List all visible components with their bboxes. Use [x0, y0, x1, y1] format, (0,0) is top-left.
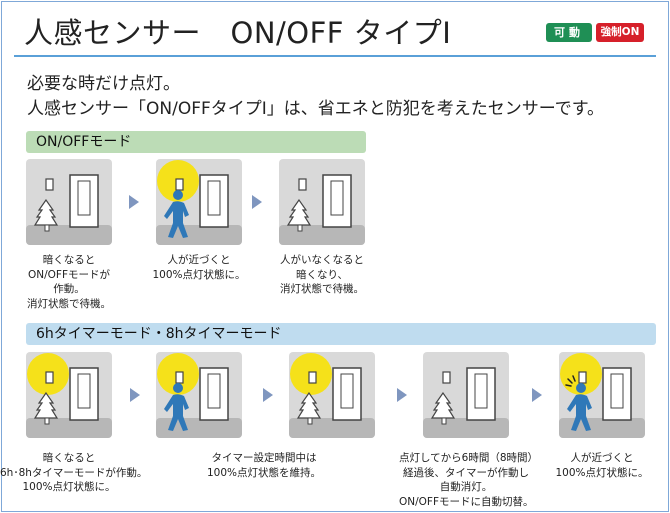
timer-scene-1: [26, 352, 112, 438]
arrow-right-icon: [397, 388, 407, 402]
timer-caption-4: 人が近づくと 100%点灯状態に。: [555, 452, 649, 479]
timer-caption-2: タイマー設定時間中は 100%点灯状態を維持。: [206, 452, 322, 479]
onoff-caption-3: 人がいなくなると 暗くなり、 消灯状態で待機。: [280, 254, 364, 295]
onoff-scene-1: [26, 159, 112, 245]
page-title: 人感センサー ON/OFF タイプⅠ: [24, 16, 452, 50]
timer-caption-3: 点灯してから6時間（8時間） 経過後、タイマーが作動し 自動消灯。 ON/OFF…: [399, 452, 539, 508]
timer-caption-1: 暗くなると 6h･8hタイマーモードが作動。 100%点灯状態に。: [0, 452, 148, 493]
onoff-mode-header: ON/OFFモード: [26, 131, 366, 153]
onoff-caption-1: 暗くなると ON/OFFモードが 作動。 消灯状態で待機。: [27, 254, 111, 310]
arrow-right-icon: [263, 388, 273, 402]
timer-scene-4: [423, 352, 509, 438]
onoff-scene-2: [156, 159, 242, 245]
timer-scene-3: [289, 352, 375, 438]
movable-badge: 可動: [546, 23, 592, 42]
forced-on-badge: 強制ON: [596, 23, 644, 42]
arrow-right-icon: [129, 195, 139, 209]
arrow-right-icon: [130, 388, 140, 402]
title-divider: [14, 55, 656, 57]
timer-mode-header: 6hタイマーモード・8hタイマーモード: [26, 323, 656, 345]
onoff-scene-3: [279, 159, 365, 245]
onoff-caption-2: 人が近づくと 100%点灯状態に。: [152, 254, 246, 281]
timer-scene-5: [559, 352, 645, 438]
intro-line-2: 人感センサー「ON/OFFタイプⅠ」は、省エネと防犯を考えたセンサーです。: [27, 99, 605, 119]
arrow-right-icon: [252, 195, 262, 209]
arrow-right-icon: [532, 388, 542, 402]
timer-scene-2: [156, 352, 242, 438]
intro-line-1: 必要な時だけ点灯。: [27, 74, 180, 94]
